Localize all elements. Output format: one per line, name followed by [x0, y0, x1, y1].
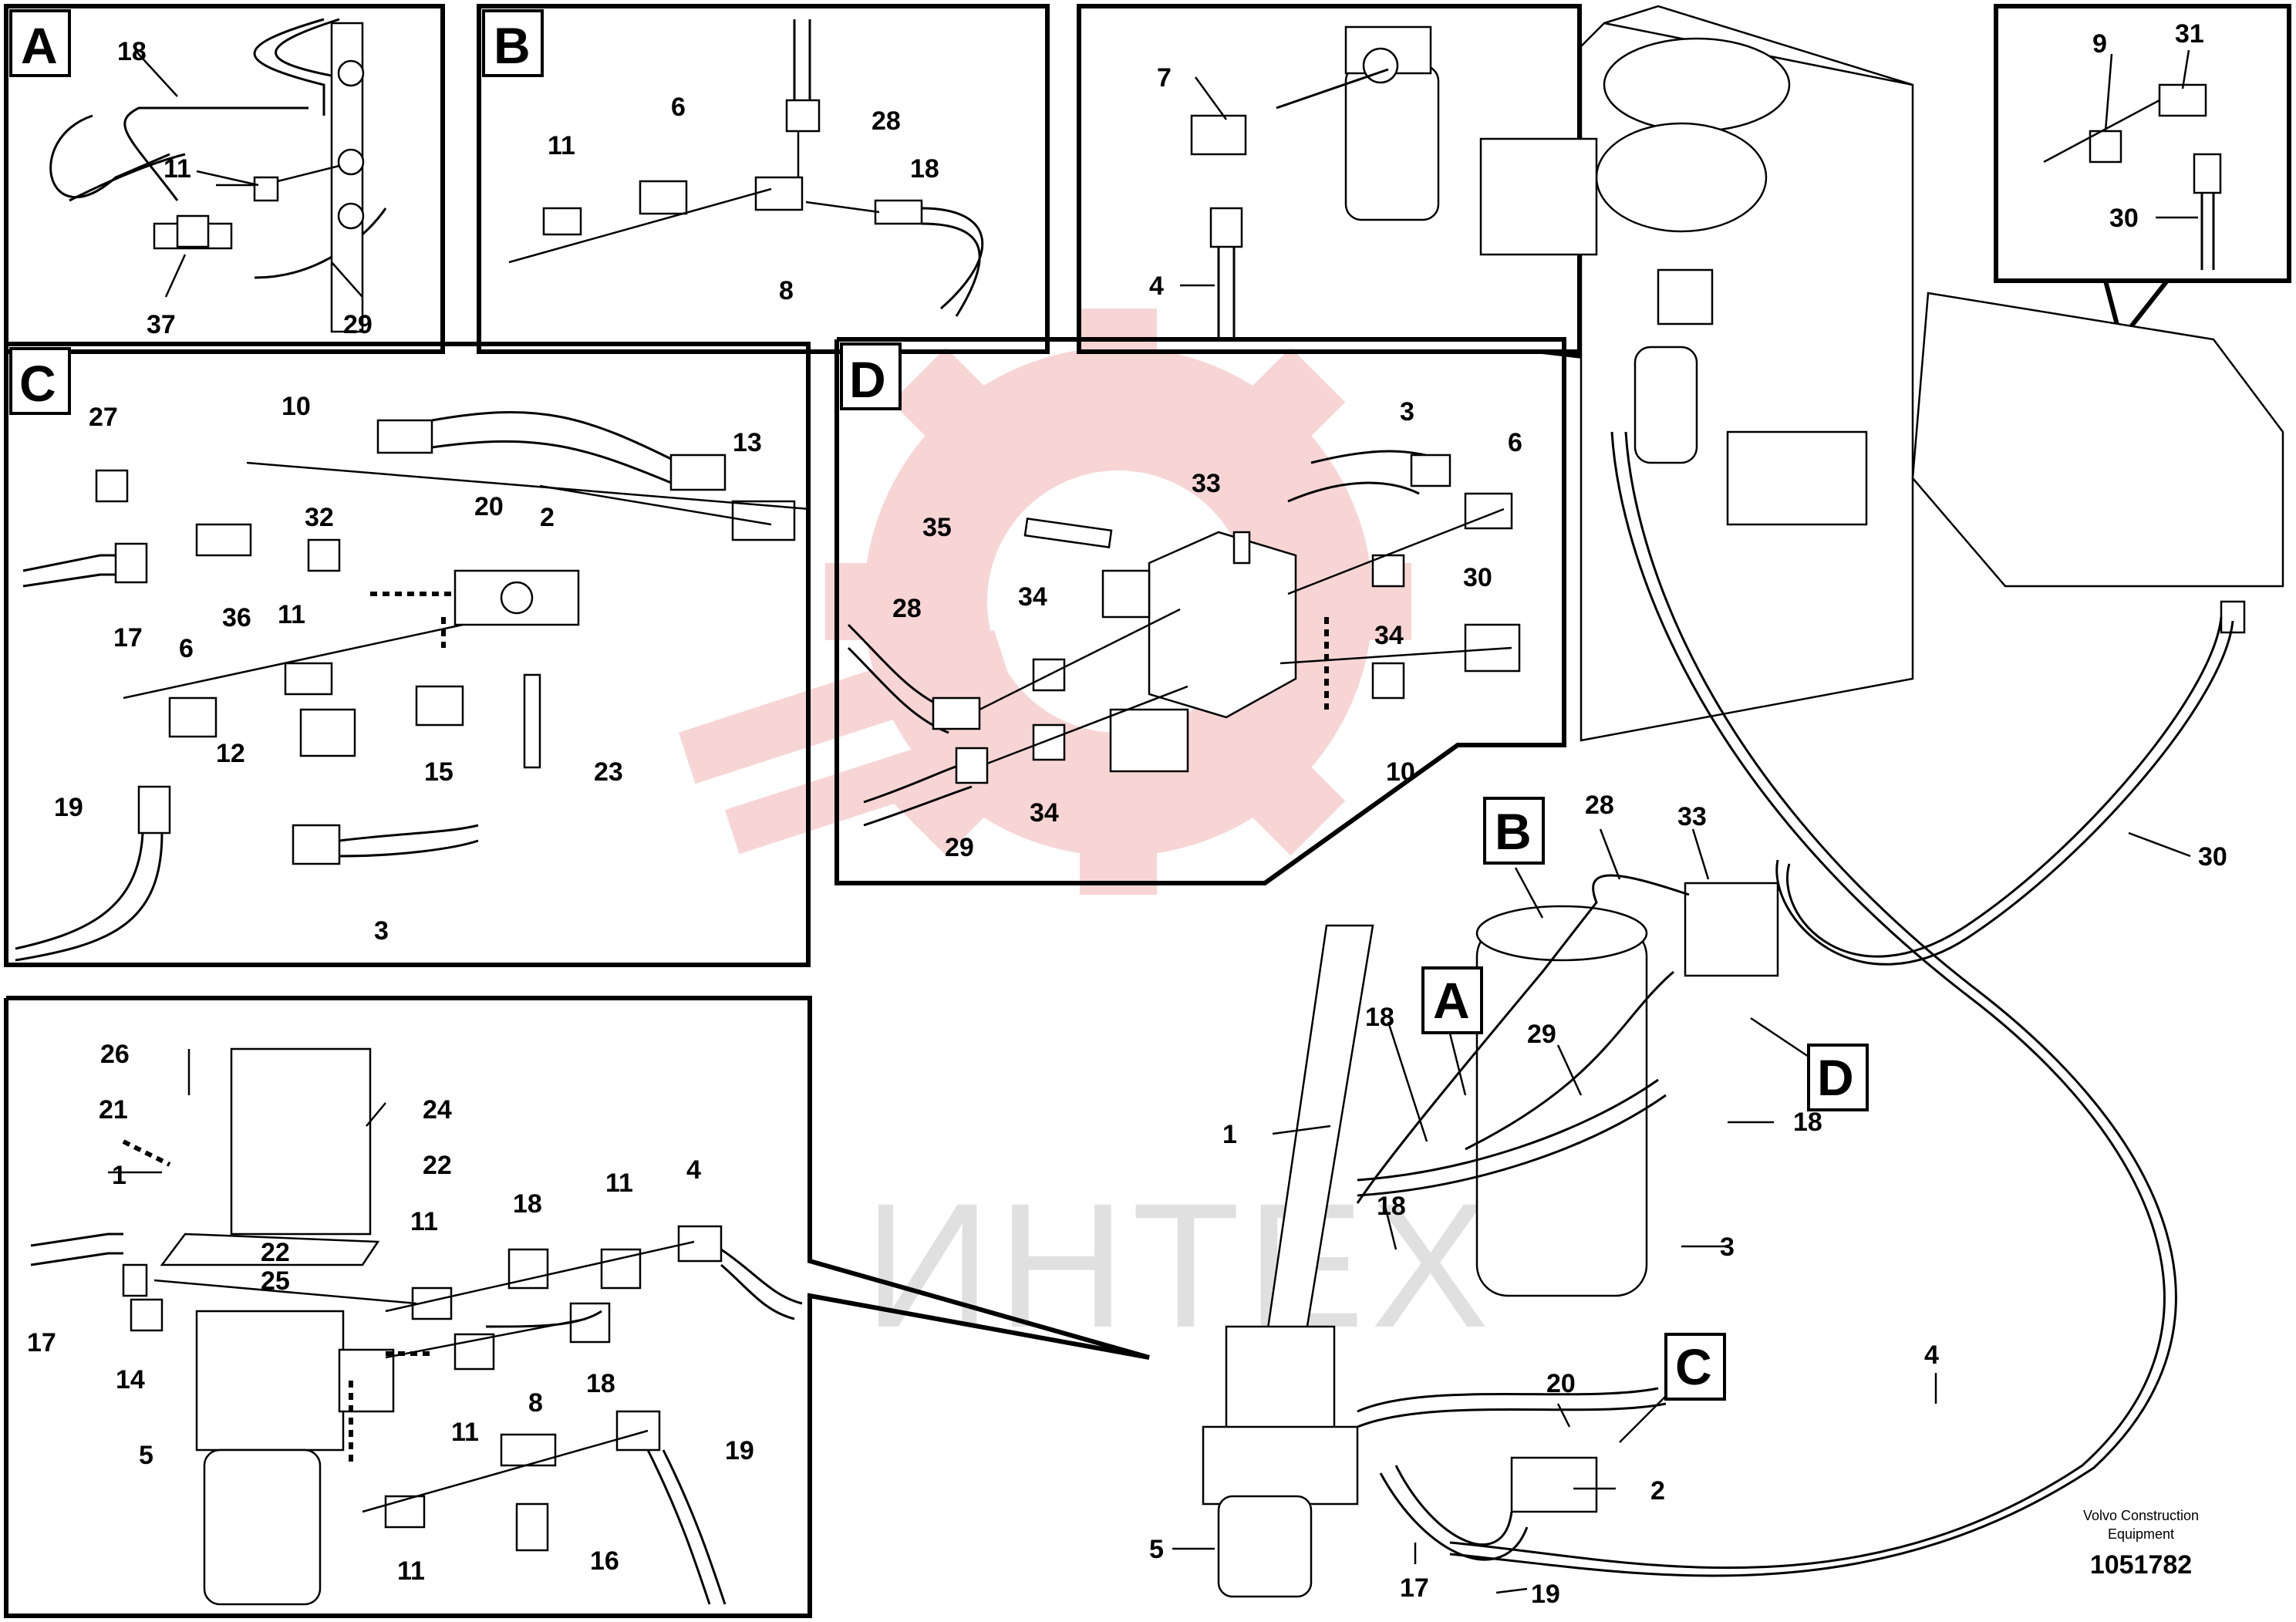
- callout-ov-17: 17: [1400, 1573, 1429, 1603]
- callout-d-34-right: 34: [1374, 621, 1404, 650]
- detail-label-b: B: [494, 17, 531, 74]
- callout-ov-30: 30: [2198, 842, 2227, 872]
- callout-steer-26: 26: [100, 1040, 130, 1069]
- callout-b-8: 8: [779, 276, 794, 305]
- callout-ov-18-mid: 18: [1377, 1192, 1406, 1221]
- overview-label-d: D: [1817, 1049, 1854, 1106]
- callout-d-29: 29: [945, 833, 974, 862]
- detail-frame-steering: 26 24 21 1 22 18 11 4 11 17 14 22 25 18 …: [4, 996, 1150, 1618]
- detail-frame-valve: 9 31 30: [1994, 4, 2291, 345]
- credit-line-1: Volvo Construction: [2083, 1508, 2199, 1523]
- callout-filter-7: 7: [1157, 63, 1172, 93]
- overview-assembly: B A D C 28 33 18 29 1 18 3 18 30 20: [1149, 5, 2284, 1609]
- callout-d-10: 10: [1386, 757, 1415, 787]
- overview-label-a: A: [1433, 972, 1470, 1029]
- callout-steer-17: 17: [27, 1328, 56, 1357]
- callout-a-11: 11: [164, 154, 191, 184]
- callout-steer-1: 1: [112, 1161, 126, 1190]
- callout-steer-11-lower-left: 11: [397, 1556, 425, 1586]
- callout-c-10: 10: [282, 392, 311, 421]
- callout-steer-4: 4: [686, 1155, 701, 1185]
- credit-line-2: Equipment: [2108, 1526, 2174, 1542]
- callout-steer-11-upper-left: 11: [410, 1207, 438, 1236]
- callout-steer-19: 19: [725, 1436, 754, 1465]
- callout-valve-9: 9: [2092, 29, 2107, 59]
- callout-ov-20: 20: [1546, 1369, 1576, 1398]
- callout-c-17: 17: [113, 623, 143, 653]
- callout-d-33: 33: [1192, 469, 1221, 498]
- callout-ov-29: 29: [1527, 1020, 1556, 1049]
- callout-ov-18-upper: 18: [1365, 1003, 1394, 1032]
- callout-d-3: 3: [1400, 397, 1414, 427]
- watermark-text: ИНТЕХ: [864, 1166, 1495, 1364]
- callout-ov-5: 5: [1149, 1535, 1164, 1564]
- callout-ov-1: 1: [1222, 1120, 1237, 1149]
- callout-d-34-upper: 34: [1018, 582, 1047, 612]
- callout-ov-4: 4: [1924, 1340, 1939, 1370]
- callout-steer-11-lower-center: 11: [451, 1418, 479, 1447]
- overview-label-c: C: [1675, 1338, 1712, 1395]
- callout-steer-21: 21: [99, 1095, 128, 1125]
- callout-ov-33: 33: [1677, 802, 1707, 831]
- callout-a-29: 29: [343, 310, 373, 339]
- callout-d-34-lower: 34: [1030, 798, 1059, 828]
- callout-b-6: 6: [671, 93, 686, 122]
- callout-d-28: 28: [892, 594, 922, 623]
- detail-frame-filter: 7 4: [1077, 4, 1637, 366]
- callout-ov-19: 19: [1531, 1580, 1560, 1609]
- callout-steer-22-lower: 22: [261, 1238, 290, 1267]
- callout-steer-8: 8: [528, 1388, 543, 1418]
- callout-ov-28: 28: [1585, 791, 1614, 820]
- callout-filter-4: 4: [1149, 271, 1164, 301]
- callout-ov-2: 2: [1650, 1476, 1665, 1506]
- detail-label-d: D: [849, 351, 886, 408]
- callout-ov-18-right: 18: [1793, 1108, 1822, 1137]
- callout-d-35: 35: [922, 513, 952, 542]
- detail-frame-d: D 3 6 33 35 30 28 34 34 10 29 3: [834, 337, 1566, 885]
- callout-c-11: 11: [278, 600, 305, 629]
- callout-b-11: 11: [548, 131, 575, 160]
- callout-a-18: 18: [117, 37, 147, 66]
- callout-valve-30: 30: [2109, 204, 2139, 233]
- callout-ov-3: 3: [1720, 1233, 1735, 1262]
- callout-c-23: 23: [594, 757, 623, 787]
- callout-c-32: 32: [305, 503, 334, 532]
- callout-steer-18-upper: 18: [513, 1189, 542, 1219]
- detail-label-a: A: [21, 17, 58, 74]
- callout-steer-25: 25: [261, 1266, 290, 1296]
- callout-a-37: 37: [147, 310, 176, 339]
- detail-label-c: C: [19, 355, 56, 412]
- callout-steer-11-upper-right: 11: [605, 1168, 633, 1198]
- callout-d-6: 6: [1508, 428, 1522, 457]
- callout-c-36: 36: [222, 603, 251, 632]
- callout-valve-31: 31: [2175, 19, 2204, 49]
- callout-d-30: 30: [1463, 563, 1492, 592]
- callout-c-3: 3: [374, 916, 389, 946]
- callout-steer-22-upper: 22: [423, 1151, 452, 1180]
- detail-frame-b: B 11 6 28 18 8: [477, 4, 1050, 354]
- detail-frame-c: C 27 10 20 13 32 2 17 3: [4, 342, 811, 967]
- callout-steer-24: 24: [423, 1095, 452, 1125]
- callout-steer-18-lower: 18: [586, 1369, 615, 1398]
- callout-c-2: 2: [540, 503, 555, 532]
- callout-c-13: 13: [733, 428, 762, 457]
- callout-c-20: 20: [474, 492, 504, 521]
- callout-b-18: 18: [910, 154, 939, 184]
- callout-c-12: 12: [216, 739, 245, 768]
- callout-steer-16: 16: [590, 1546, 619, 1576]
- callout-c-19: 19: [54, 793, 83, 822]
- footer-credit: Volvo Construction Equipment 1051782: [2083, 1508, 2199, 1580]
- callout-steer-5: 5: [139, 1441, 153, 1470]
- callout-c-15: 15: [424, 757, 453, 787]
- callout-b-28: 28: [872, 106, 901, 136]
- document-number: 1051782: [2090, 1550, 2192, 1580]
- callout-c-6: 6: [179, 634, 194, 663]
- callout-steer-14: 14: [116, 1365, 145, 1394]
- callout-c-27: 27: [89, 403, 118, 432]
- overview-label-b: B: [1495, 803, 1532, 860]
- detail-frame-a: A 18 11 37 29: [4, 4, 445, 354]
